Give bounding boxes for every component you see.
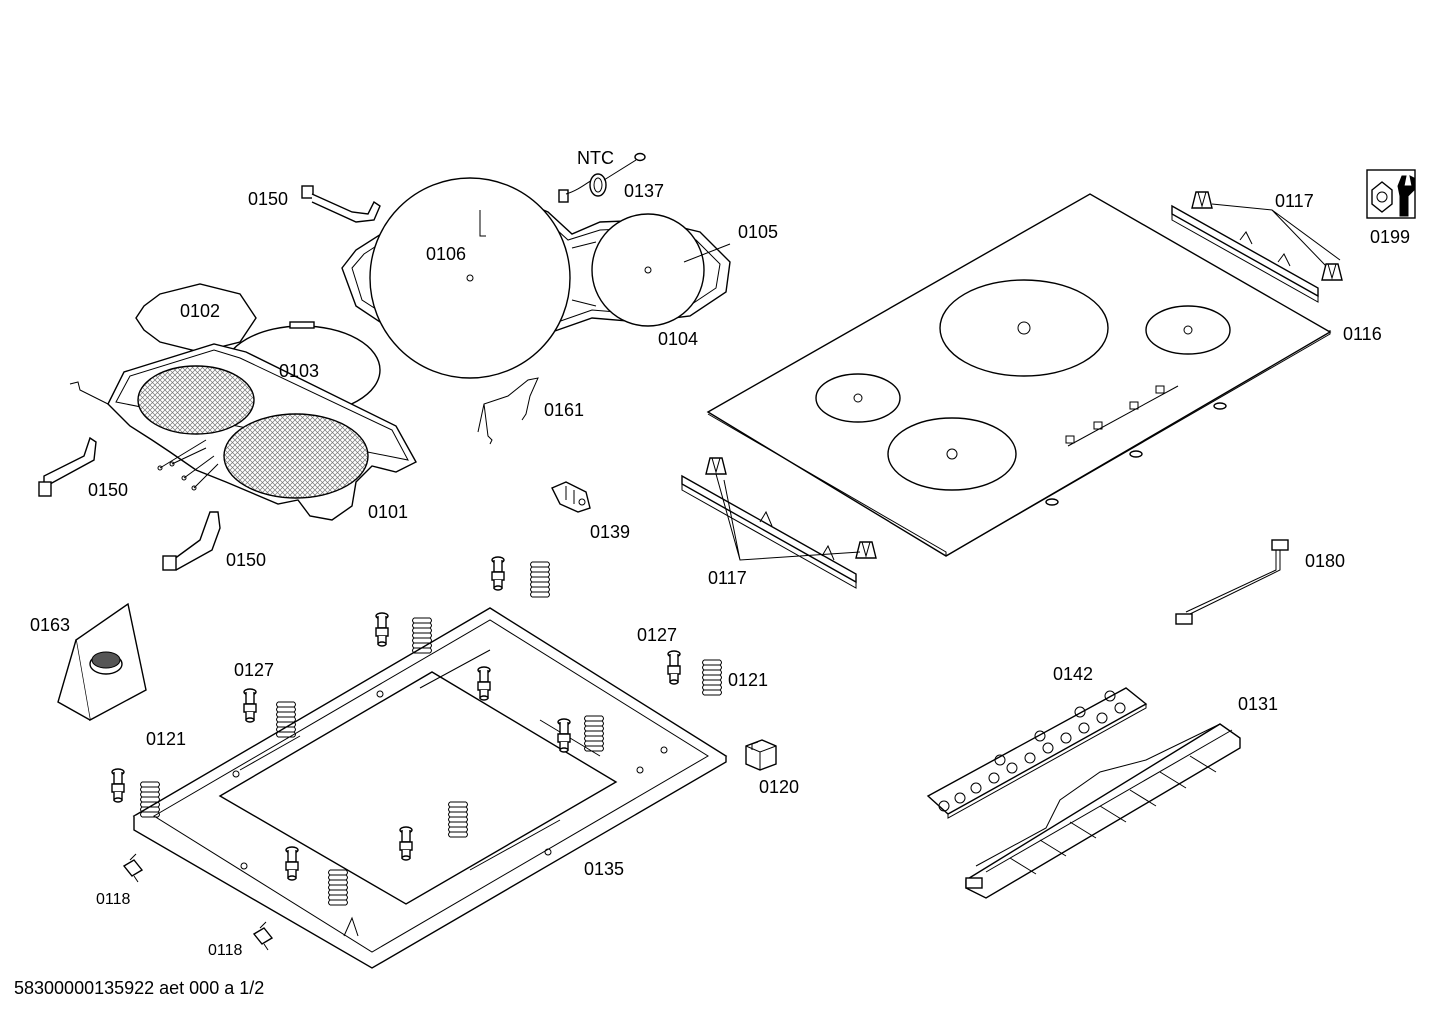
label-0199: 0199 <box>1370 227 1410 247</box>
label-0102: 0102 <box>180 301 220 321</box>
label-0161: 0161 <box>544 400 584 420</box>
connector-0139 <box>551 481 591 513</box>
label-0180: 0180 <box>1305 551 1345 571</box>
label-0150-bottom: 0150 <box>226 550 266 570</box>
label-0127-left: 0127 <box>234 660 274 680</box>
label-0104: 0104 <box>658 329 698 349</box>
label-0116: 0116 <box>1343 324 1382 344</box>
cable-0150-left <box>38 436 97 497</box>
label-0117-bottom: 0117 <box>708 568 747 588</box>
leader-0105 <box>683 243 731 263</box>
frame-0131 <box>965 723 1241 899</box>
base-tray <box>132 607 728 969</box>
label-0117-top: 0117 <box>1275 191 1314 211</box>
wire-0161 <box>477 377 539 445</box>
label-0150-top: 0150 <box>248 189 288 209</box>
cable-0180 <box>1175 539 1289 625</box>
label-ntc: NTC <box>577 148 614 168</box>
glass-ceramic-hob <box>706 193 1332 557</box>
cable-0150-bottom <box>162 511 221 571</box>
label-0142: 0142 <box>1053 664 1093 684</box>
label-0120: 0120 <box>759 777 799 797</box>
label-0121-left: 0121 <box>146 729 186 749</box>
label-0135: 0135 <box>584 859 624 879</box>
leader-0117-top <box>1211 203 1341 267</box>
label-0121-right: 0121 <box>728 670 768 690</box>
control-board <box>926 687 1148 819</box>
leader-0117-bottom <box>715 473 861 561</box>
label-0101: 0101 <box>368 502 408 522</box>
label-0106: 0106 <box>426 244 466 264</box>
label-0118-lower: 0118 <box>208 942 243 959</box>
bracket-0117-top <box>1171 191 1343 303</box>
label-0131: 0131 <box>1238 694 1278 714</box>
label-0137: 0137 <box>624 181 664 201</box>
service-tool-icon <box>1366 169 1416 219</box>
part-0120 <box>745 739 777 771</box>
label-0103: 0103 <box>279 361 319 381</box>
part-0163 <box>57 602 147 722</box>
document-id: 58300000135922 aet 000 a 1/2 <box>14 978 265 998</box>
induction-coil-tray <box>69 343 417 521</box>
cable-0150-top <box>301 185 381 223</box>
label-0139: 0139 <box>590 522 630 542</box>
ntc-sensor <box>558 152 646 203</box>
label-0118-upper: 0118 <box>96 891 131 908</box>
clip-0118 <box>122 853 274 951</box>
label-0163: 0163 <box>30 615 70 635</box>
label-0127-right: 0127 <box>637 625 677 645</box>
label-0105: 0105 <box>738 222 778 242</box>
label-0150-left: 0150 <box>88 480 128 500</box>
coil-carrier-plate <box>341 177 731 379</box>
